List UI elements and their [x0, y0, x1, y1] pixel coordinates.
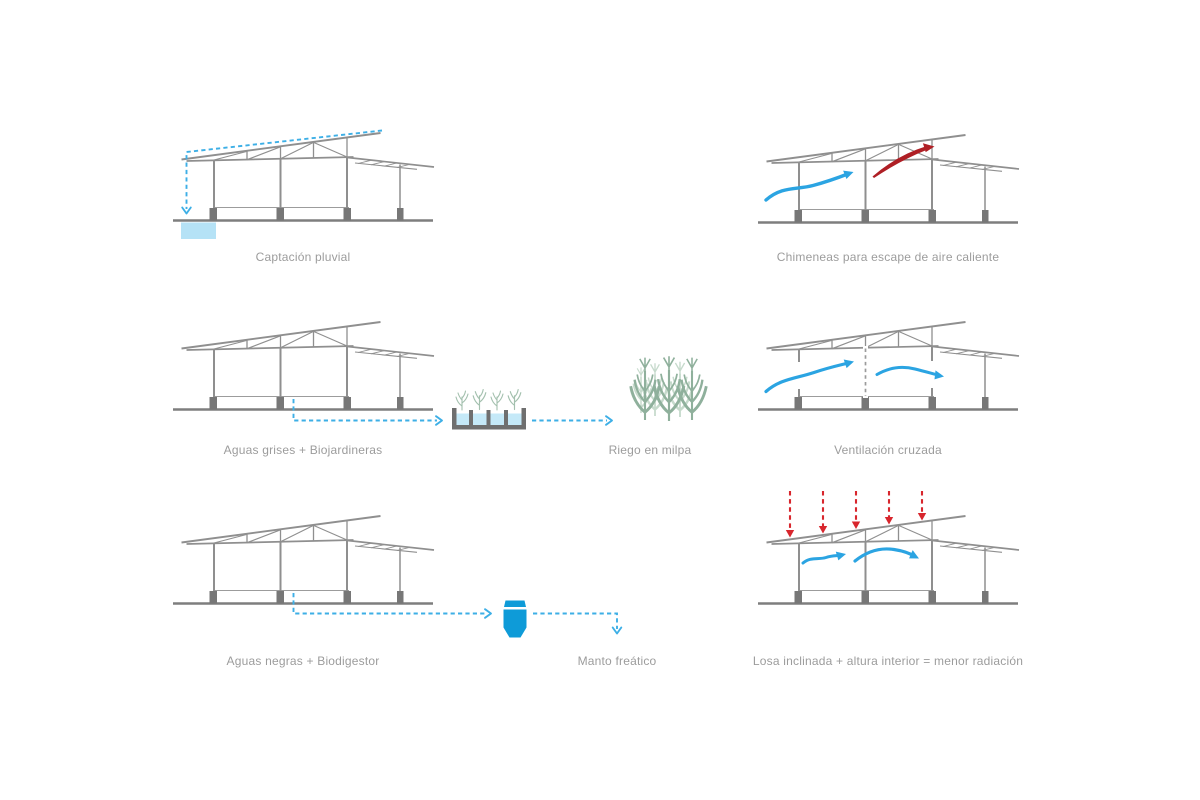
diagram-ventilacion-cruzada — [756, 320, 1021, 411]
caption-aguas-negras: Aguas negras + Biodigestor — [226, 654, 380, 668]
caption-ventilacion: Ventilación cruzada — [834, 443, 942, 457]
building-section-icon — [171, 131, 436, 222]
caption-riego-milpa: Riego en milpa — [608, 443, 692, 457]
biodigester-icon — [503, 600, 527, 638]
water-tank-icon — [181, 222, 216, 239]
building-section-icon — [171, 320, 436, 411]
airflow-arrow-icon — [764, 357, 856, 394]
airflow-arrow-icon — [875, 365, 945, 382]
greywater-dashed-line-icon — [292, 399, 443, 426]
caption-chimeneas: Chimeneas para escape de aire caliente — [776, 250, 1000, 264]
caption-manto-freatico: Manto freático — [577, 654, 657, 668]
caption-aguas-grises: Aguas grises + Biojardineras — [223, 443, 383, 457]
corn-plants-icon — [629, 354, 708, 423]
building-section-icon — [756, 133, 1021, 224]
building-section-icon — [756, 514, 1021, 605]
airflow-arrow-icon — [801, 549, 847, 565]
irrigation-dashed-line-icon — [532, 415, 613, 426]
rain-collection-dashed-line-icon — [181, 129, 383, 215]
caption-losa-inclinada: Losa inclinada + altura interior = menor… — [752, 654, 1024, 668]
diagram-captacion-pluvial — [171, 129, 436, 239]
hot-air-arrow-icon — [872, 143, 935, 178]
diagram-losa-inclinada — [756, 491, 1021, 605]
building-section-icon — [171, 514, 436, 605]
diagram-chimeneas — [756, 133, 1021, 224]
airflow-arrow-icon — [764, 167, 855, 202]
diagram-aguas-grises — [171, 320, 708, 430]
radiation-arrows-icon — [785, 491, 927, 538]
effluent-dashed-line-icon — [533, 612, 623, 635]
biojardinera-planter-icon — [452, 388, 526, 430]
caption-captacion-pluvial: Captación pluvial — [255, 250, 351, 264]
diagram-aguas-negras — [171, 514, 623, 638]
blackwater-dashed-line-icon — [292, 593, 492, 619]
airflow-arrow-icon — [853, 547, 922, 563]
